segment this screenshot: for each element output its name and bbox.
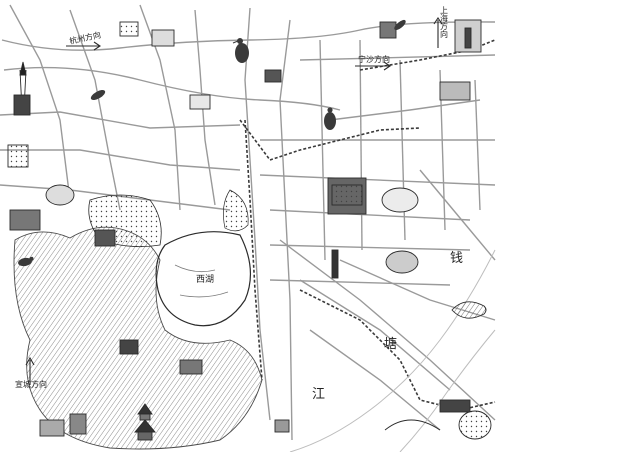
building-icon: [379, 21, 397, 39]
building-icon: [119, 21, 139, 37]
building-icon: [69, 413, 87, 435]
bird-icon: [90, 89, 106, 101]
pagoda-icon: [134, 403, 156, 441]
arch-bridge-icon: [384, 419, 441, 431]
label-southwest: 宣城方向: [15, 379, 47, 389]
tv-tower-icon: [13, 61, 31, 116]
landmarks: [7, 19, 492, 441]
building-icon: [9, 209, 41, 231]
label-river-jiang: 江: [312, 387, 325, 402]
building-icon: [119, 339, 139, 355]
building-icon: [179, 359, 203, 375]
label-northeast: 宁沙方向: [358, 54, 390, 64]
label-west-lake: 西湖: [196, 274, 214, 285]
bird-icon: [18, 256, 34, 267]
arrow-icon: [25, 356, 35, 385]
building-icon: [274, 419, 290, 433]
bird-icon: [232, 38, 249, 63]
building-icon: [151, 29, 175, 47]
round-building-icon: [458, 410, 492, 440]
map-labels: 杭州方向 宁沙方向 上海方向 宣城方向 西湖 钱 塘 江: [15, 6, 463, 402]
stadium-icon: [327, 177, 367, 215]
building-icon: [189, 94, 211, 110]
qiantang-river: [289, 249, 496, 453]
building-icon: [94, 229, 116, 247]
pavilion-icon: [45, 184, 75, 206]
direction-arrows: [25, 17, 443, 385]
building-icon: [439, 81, 471, 101]
building-icon: [439, 399, 471, 413]
road-network: [0, 4, 496, 441]
west-lake: [155, 231, 252, 327]
arena-icon: [381, 187, 419, 213]
label-river-qian: 钱: [450, 251, 463, 266]
bird-icon: [324, 107, 336, 130]
birds: [18, 19, 487, 319]
label-north-top: 上海方向: [440, 6, 449, 38]
fish-icon: [451, 301, 487, 319]
label-river-tang: 塘: [384, 336, 397, 352]
building-icon: [7, 144, 29, 168]
arena-icon: [385, 250, 419, 274]
building-icon: [464, 27, 472, 49]
tower-icon: [331, 249, 339, 279]
bird-icon: [394, 19, 406, 31]
building-icon: [264, 69, 282, 83]
building-icon: [39, 419, 65, 437]
arrow-icon: [66, 41, 101, 51]
arrow-icon: [433, 17, 443, 48]
arrow-icon: [355, 61, 391, 71]
